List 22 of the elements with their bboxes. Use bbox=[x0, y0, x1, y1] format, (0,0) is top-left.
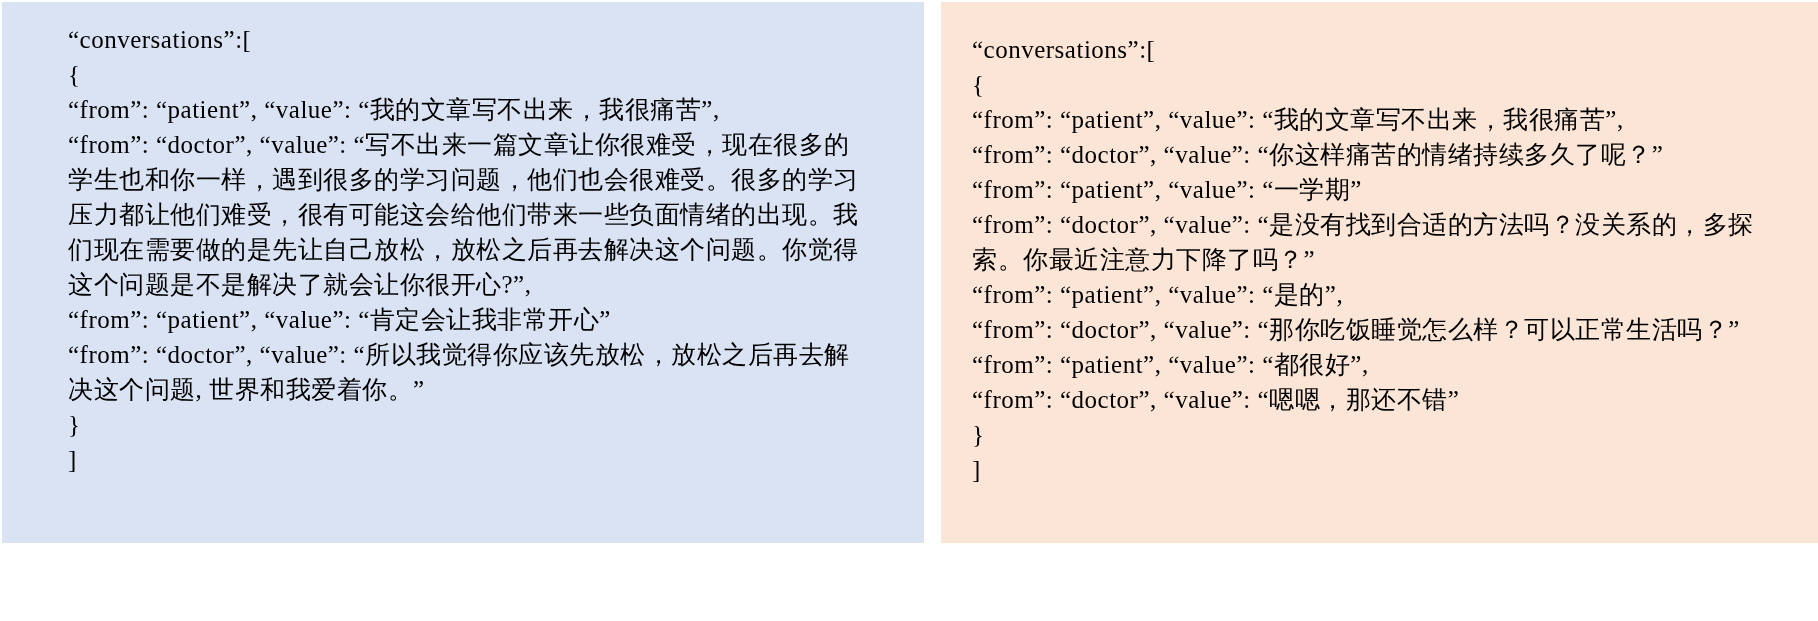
code-line: “from”: “patient”, “value”: “是的”, bbox=[972, 280, 1345, 310]
code-line: } bbox=[972, 420, 986, 450]
code-panel bbox=[2, 2, 924, 543]
code-line: “conversations”:[ bbox=[68, 25, 253, 55]
code-line: “from”: “doctor”, “value”: “那你吃饭睡觉怎么样？可以正常生活吗？” bbox=[972, 315, 1741, 345]
code-line: “from”: “patient”, “value”: “都很好”, bbox=[972, 350, 1370, 380]
code-line: “from”: “patient”, “value”: “我的文章写不出来，我很痛苦”, bbox=[972, 105, 1625, 135]
code-line: “from”: “doctor”, “value”: “写不出来一篇文章让你很难受，现在很多的学生也和你一样，遇到很多的学习问题，他们也会很难受。很多的学习压力都让他们难受，很有可能这会给他们带来一些负面情绪的出现。我们现在需要做的是先让自己放松，放松之后再去解决这个问题。你觉得这个问题是不是解决了就会让你很开心?”, bbox=[68, 130, 860, 300]
code-line: “from”: “doctor”, “value”: “嗯嗯，那还不错” bbox=[972, 385, 1461, 415]
code-line: { bbox=[68, 60, 82, 90]
code-line: } bbox=[68, 410, 82, 440]
code-line: “from”: “doctor”, “value”: “所以我觉得你应该先放松，放松之后再去解决这个问题, 世界和我爱着你。” bbox=[68, 340, 851, 405]
code-line: { bbox=[972, 70, 986, 100]
code-line: “from”: “patient”, “value”: “我的文章写不出来，我很痛苦”, bbox=[68, 95, 721, 125]
code-line: “from”: “patient”, “value”: “肯定会让我非常开心” bbox=[68, 305, 612, 335]
code-line: “from”: “doctor”, “value”: “是没有找到合适的方法吗？没关系的，多探索。你最近注意力下降了吗？” bbox=[972, 210, 1755, 275]
code-line: “from”: “doctor”, “value”: “你这样痛苦的情绪持续多久了呢？” bbox=[972, 140, 1665, 170]
code-line: “from”: “patient”, “value”: “一学期” bbox=[972, 175, 1363, 205]
code-line: ] bbox=[68, 445, 78, 475]
code-line: ] bbox=[972, 455, 982, 485]
code-panel bbox=[941, 2, 1818, 543]
code-line: “conversations”:[ bbox=[972, 35, 1157, 65]
